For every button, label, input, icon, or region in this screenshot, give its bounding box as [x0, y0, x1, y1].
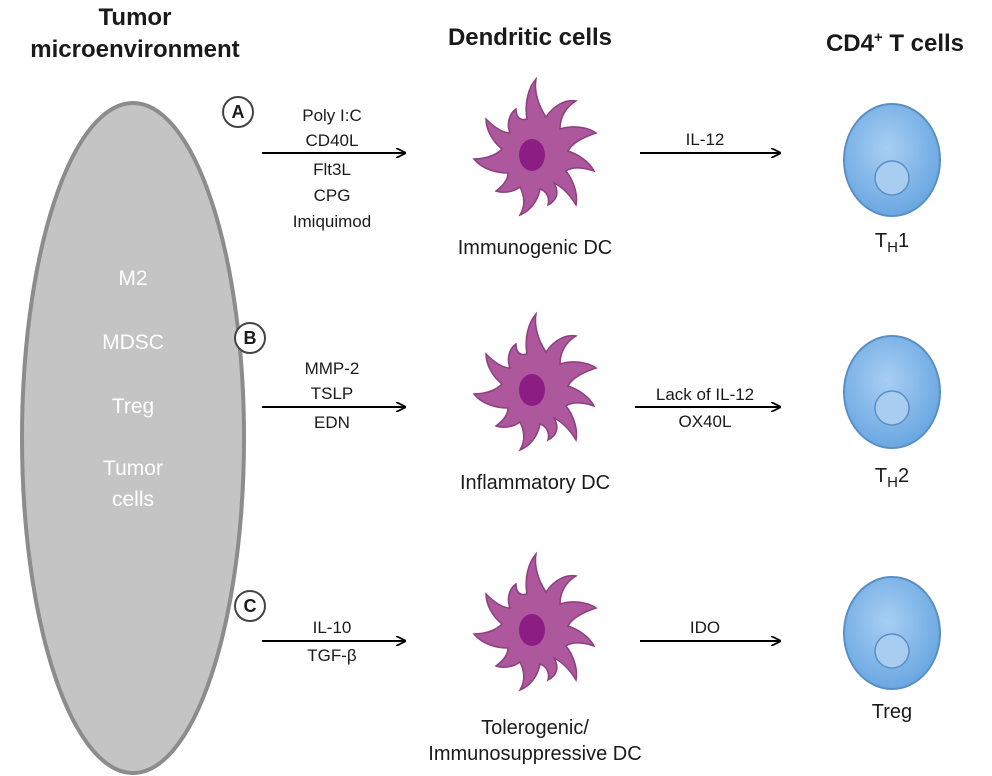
cd4-t-cells-header: CD4+ T cells: [798, 22, 992, 60]
stimulus-mmp2: MMP-2: [304, 359, 360, 378]
t-cell-th1: [843, 103, 941, 217]
th2-suffix: 2: [897, 465, 910, 487]
t-cell-label-th2: TH2: [842, 464, 942, 495]
env-item-cells: cells: [111, 488, 154, 511]
dendritic-cell-inflammatory: [473, 313, 597, 451]
cd4-text: CD4: [825, 30, 874, 57]
env-item-mdsc: MDSC: [102, 331, 164, 354]
tumor-header-line2: microenvironment: [30, 36, 240, 63]
stimulus-cpg: CPG: [313, 186, 351, 205]
stimulus-cd40l: CD40L: [305, 131, 359, 150]
badge-b: B: [234, 322, 266, 354]
dendritic-cell-tolerogenic: [473, 553, 597, 691]
dendritic-cell-immunogenic: [473, 78, 597, 216]
dc-label-tolerogenic: Tolerogenic/: [481, 717, 589, 739]
stimulus-tgf-beta: TGF-β: [307, 646, 357, 665]
th2-main: T: [874, 465, 888, 487]
stimulus-edn: EDN: [314, 413, 350, 432]
stimulus-tslp: TSLP: [310, 384, 354, 403]
t-cells-text: T cells: [882, 30, 965, 57]
stimulus-flt3l: Flt3L: [313, 160, 351, 179]
signal-il12: IL-12: [685, 130, 725, 149]
t-cell-th2: [843, 335, 941, 449]
tumor-header-line1: Tumor: [98, 4, 172, 31]
signal-ox40l: OX40L: [678, 412, 732, 431]
tumor-microenvironment-ellipse: [20, 101, 246, 775]
th1-sub: H: [887, 239, 898, 256]
t-cell-treg: [843, 576, 941, 690]
cd4-superscript: +: [873, 30, 883, 46]
th2-sub: H: [887, 474, 898, 491]
th1-suffix: 1: [897, 230, 910, 252]
tumor-microenvironment-header: Tumor microenvironment: [10, 2, 260, 66]
env-item-tumor: Tumor: [103, 457, 163, 480]
t-cell-label-treg: Treg: [871, 701, 913, 723]
dc-label-inflammatory: Inflammatory DC: [459, 472, 611, 494]
dc-label-immunosuppressive: Immunosuppressive DC: [428, 743, 642, 765]
t-cell-label-th1: TH1: [842, 229, 942, 260]
env-item-treg: Treg: [111, 395, 155, 418]
badge-c: C: [234, 590, 266, 622]
signal-lack-of-il12: Lack of IL-12: [655, 385, 755, 404]
env-item-m2: M2: [118, 267, 148, 290]
stimulus-il10: IL-10: [312, 618, 352, 637]
stimulus-imiquimod: Imiquimod: [292, 212, 372, 231]
signal-ido: IDO: [689, 618, 721, 637]
dendritic-cells-header: Dendritic cells: [447, 24, 613, 51]
stimulus-poly-ic: Poly I:C: [302, 106, 362, 125]
badge-a: A: [222, 96, 254, 128]
dc-label-immunogenic: Immunogenic DC: [457, 237, 613, 259]
th1-main: T: [874, 230, 888, 252]
